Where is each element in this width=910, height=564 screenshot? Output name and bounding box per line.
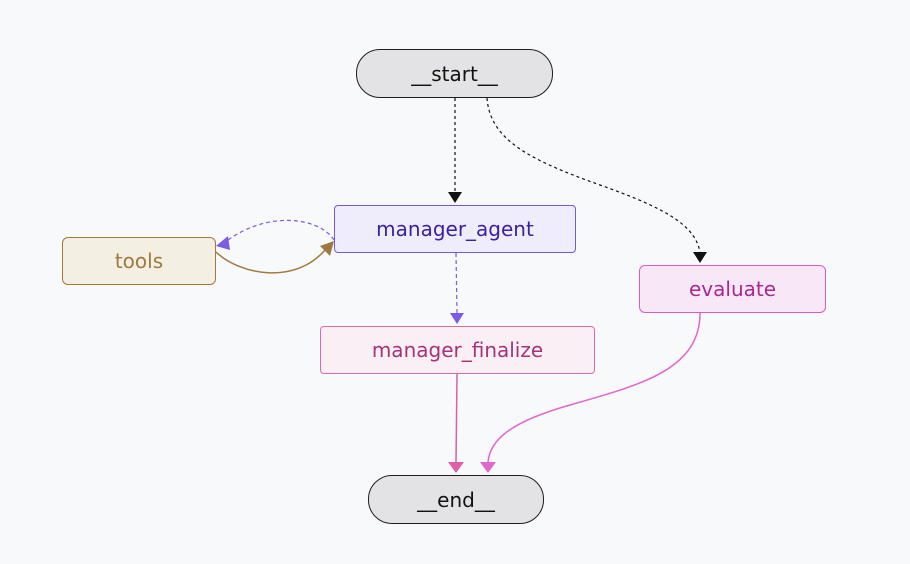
arrowhead-manager-agent <box>448 192 462 203</box>
arrowhead-manager-agent-from-tools <box>320 241 334 256</box>
node-tools[interactable]: tools <box>62 237 216 285</box>
arrowhead-tools <box>216 236 230 250</box>
node-end-label: __end__ <box>417 487 495 512</box>
arrowhead-manager-finalize <box>450 313 464 324</box>
arrowhead-end-from-evaluate <box>480 462 496 473</box>
arrowhead-evaluate <box>693 252 707 263</box>
edge-manager-agent-tools <box>227 219 335 241</box>
node-evaluate-label: evaluate <box>688 277 777 301</box>
node-manager-agent[interactable]: manager_agent <box>334 205 576 253</box>
node-manager-agent-label: manager_agent <box>376 217 534 241</box>
node-manager-finalize-label: manager_finalize <box>371 338 544 362</box>
node-tools-label: tools <box>114 249 164 273</box>
node-start-label: __start__ <box>411 61 498 86</box>
node-manager-finalize[interactable]: manager_finalize <box>320 326 595 374</box>
node-evaluate[interactable]: evaluate <box>639 265 826 313</box>
edge-start-evaluate <box>486 97 701 253</box>
node-start[interactable]: __start__ <box>356 49 553 98</box>
edge-manager-finalize-end <box>455 373 458 463</box>
node-end[interactable]: __end__ <box>368 475 544 524</box>
edge-tools-manager-agent <box>215 249 326 274</box>
edge-manager-agent-manager-finalize <box>455 252 458 314</box>
arrowhead-end-from-finalize <box>448 462 464 473</box>
edge-evaluate-end <box>487 312 701 463</box>
